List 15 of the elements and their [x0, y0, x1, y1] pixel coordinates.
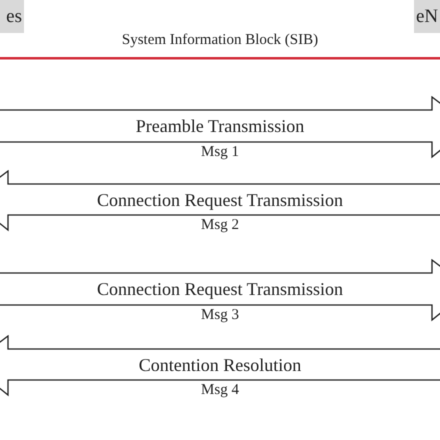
message-band: [0, 335, 440, 400]
message-label: System Information Block (SIB): [122, 32, 318, 49]
entity-box: es: [0, 0, 24, 33]
message-title: Connection Request Transmission: [96, 278, 343, 300]
message-number: Msg 3: [201, 306, 239, 324]
message-band: [0, 259, 440, 325]
message-band: [0, 96, 440, 162]
message-title: Connection Request Transmission: [96, 188, 343, 210]
message-title: Contention Resolution: [138, 354, 302, 376]
message-title: Preamble Transmission: [136, 115, 304, 137]
message-band: [0, 170, 440, 235]
entity-box: eN: [414, 0, 440, 33]
message-number: Msg 4: [201, 381, 239, 399]
message-number: Msg 1: [201, 143, 239, 161]
message-number: Msg 2: [201, 216, 239, 234]
